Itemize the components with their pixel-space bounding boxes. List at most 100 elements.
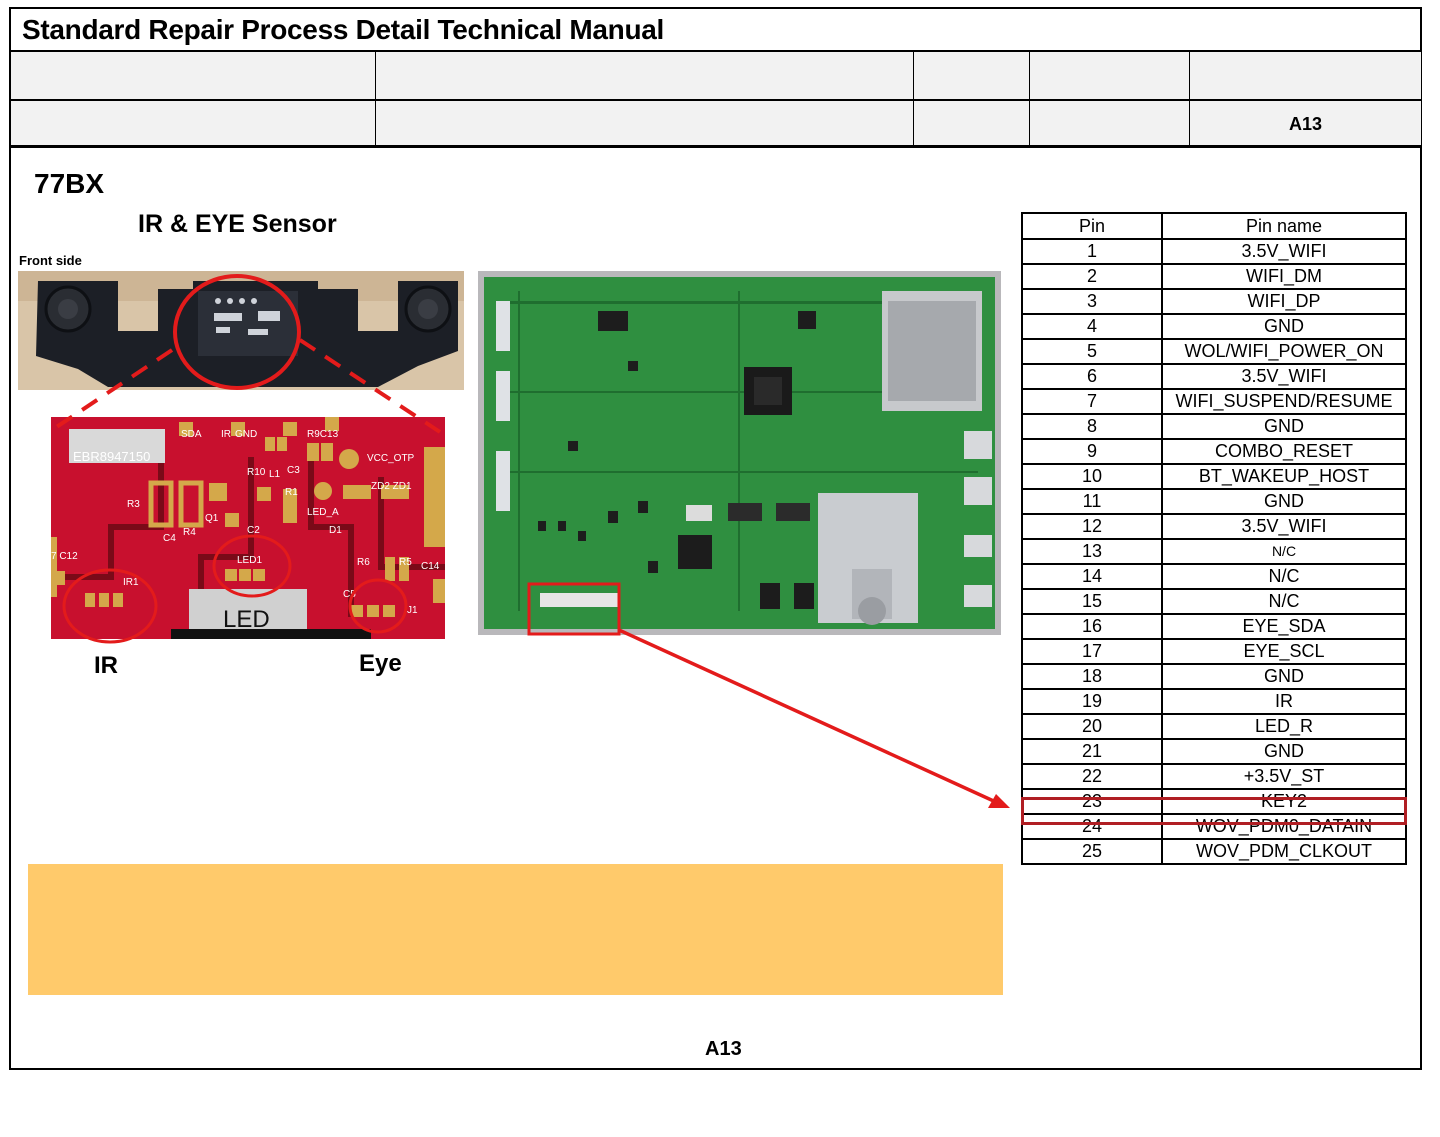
pin-number: 13 [1021,538,1163,565]
main-board-photo [478,271,1001,635]
pcb-label: R10 [247,467,266,478]
pin-name: EYE_SCL [1161,638,1407,665]
pcb-label: C2 [247,525,260,536]
pcb-label: R3 [127,499,140,510]
pcb-label: D1 [329,525,342,536]
pin-name: IR [1161,688,1407,715]
pin-number: 16 [1021,613,1163,640]
pin-number: 22 [1021,763,1163,790]
pcb-label: SDA [181,429,202,440]
header-cell [376,101,914,148]
pcb-label: IR [221,429,231,440]
header-cell [1190,52,1421,99]
pin-name: EYE_SDA [1161,613,1407,640]
ir-label: IR [94,652,118,679]
pin-number: 23 [1021,788,1163,815]
pin-number: 15 [1021,588,1163,615]
pin-number: 19 [1021,688,1163,715]
pin-name: N/C [1161,563,1407,590]
pin-number: 21 [1021,738,1163,765]
pcb-label: IR1 [123,577,139,588]
pin-number: 8 [1021,413,1163,440]
pin-number: 6 [1021,363,1163,390]
pin-number: 2 [1021,263,1163,290]
eye-label: Eye [359,650,402,677]
pin-name: BT_WAKEUP_HOST [1161,463,1407,490]
pin-name: N/C [1161,588,1407,615]
header-row-1 [11,52,1421,101]
pin-name: WOL/WIFI_POWER_ON [1161,338,1407,365]
header-cell [914,52,1030,99]
footer-page-code: A13 [705,1038,742,1060]
header-cell [11,52,376,99]
pin-name: GND [1161,663,1407,690]
pin-name: WIFI_SUSPEND/RESUME [1161,388,1407,415]
pcb-label: Q1 [205,513,219,524]
pin-name: KEY2 [1161,788,1407,815]
sensor-module-photo [18,271,464,390]
pcb-label: C5 [343,589,356,600]
column-header: Pin [1021,212,1163,240]
pin-name: WOV_PDM_CLKOUT [1161,838,1407,865]
pin-number: 24 [1021,813,1163,840]
pin-name: GND [1161,488,1407,515]
pcb-label: R6 [357,557,370,568]
pcb-label: ZD2 ZD1 [371,481,412,492]
pin-number: 5 [1021,338,1163,365]
pin-table-header: Pin Pin name [1021,212,1407,240]
pin-name: WIFI_DM [1161,263,1407,290]
model-name: 77BX [34,168,105,199]
pin-name: COMBO_RESET [1161,438,1407,465]
pcb-label: C14 [421,561,440,572]
pin-number: 9 [1021,438,1163,465]
pin-number: 14 [1021,563,1163,590]
pcb-label: LED_A [307,507,339,518]
pin-number: 12 [1021,513,1163,540]
pcb-label: VCC_OTP [367,453,415,464]
table-row: 22+3.5V_ST [1021,763,1407,790]
pin-name: GND [1161,738,1407,765]
front-side-label: Front side [19,253,82,268]
pin-number: 25 [1021,838,1163,865]
pcb-part-number: EBR8947150 [73,449,150,464]
pin-name: WIFI_DP [1161,288,1407,315]
document-title: Standard Repair Process Detail Technical… [22,14,665,45]
pin-name: GND [1161,313,1407,340]
pin-name: WOV_PDM0_DATAIN [1161,813,1407,840]
sensor-pcb-zoom: EBR8947150 SDA IR GND R9C13 VCC_OTP R10 … [51,417,445,639]
pin-name: 3.5V_WIFI [1161,238,1407,265]
header-table: A13 [11,50,1421,148]
pin-number: 11 [1021,488,1163,515]
note-box [28,864,1003,995]
pin-number: 17 [1021,638,1163,665]
led-window-label: LED [223,606,270,633]
pcb-label: R5 [399,557,412,568]
pin-number: 10 [1021,463,1163,490]
header-cell [1030,101,1190,148]
page-frame [9,7,1422,1070]
pin-number: 4 [1021,313,1163,340]
pin-name: N/C [1161,538,1407,565]
header-cell [1030,52,1190,99]
pin-number: 20 [1021,713,1163,740]
pcb-label: C4 [163,533,176,544]
header-cell [914,101,1030,148]
header-cell [376,52,914,99]
